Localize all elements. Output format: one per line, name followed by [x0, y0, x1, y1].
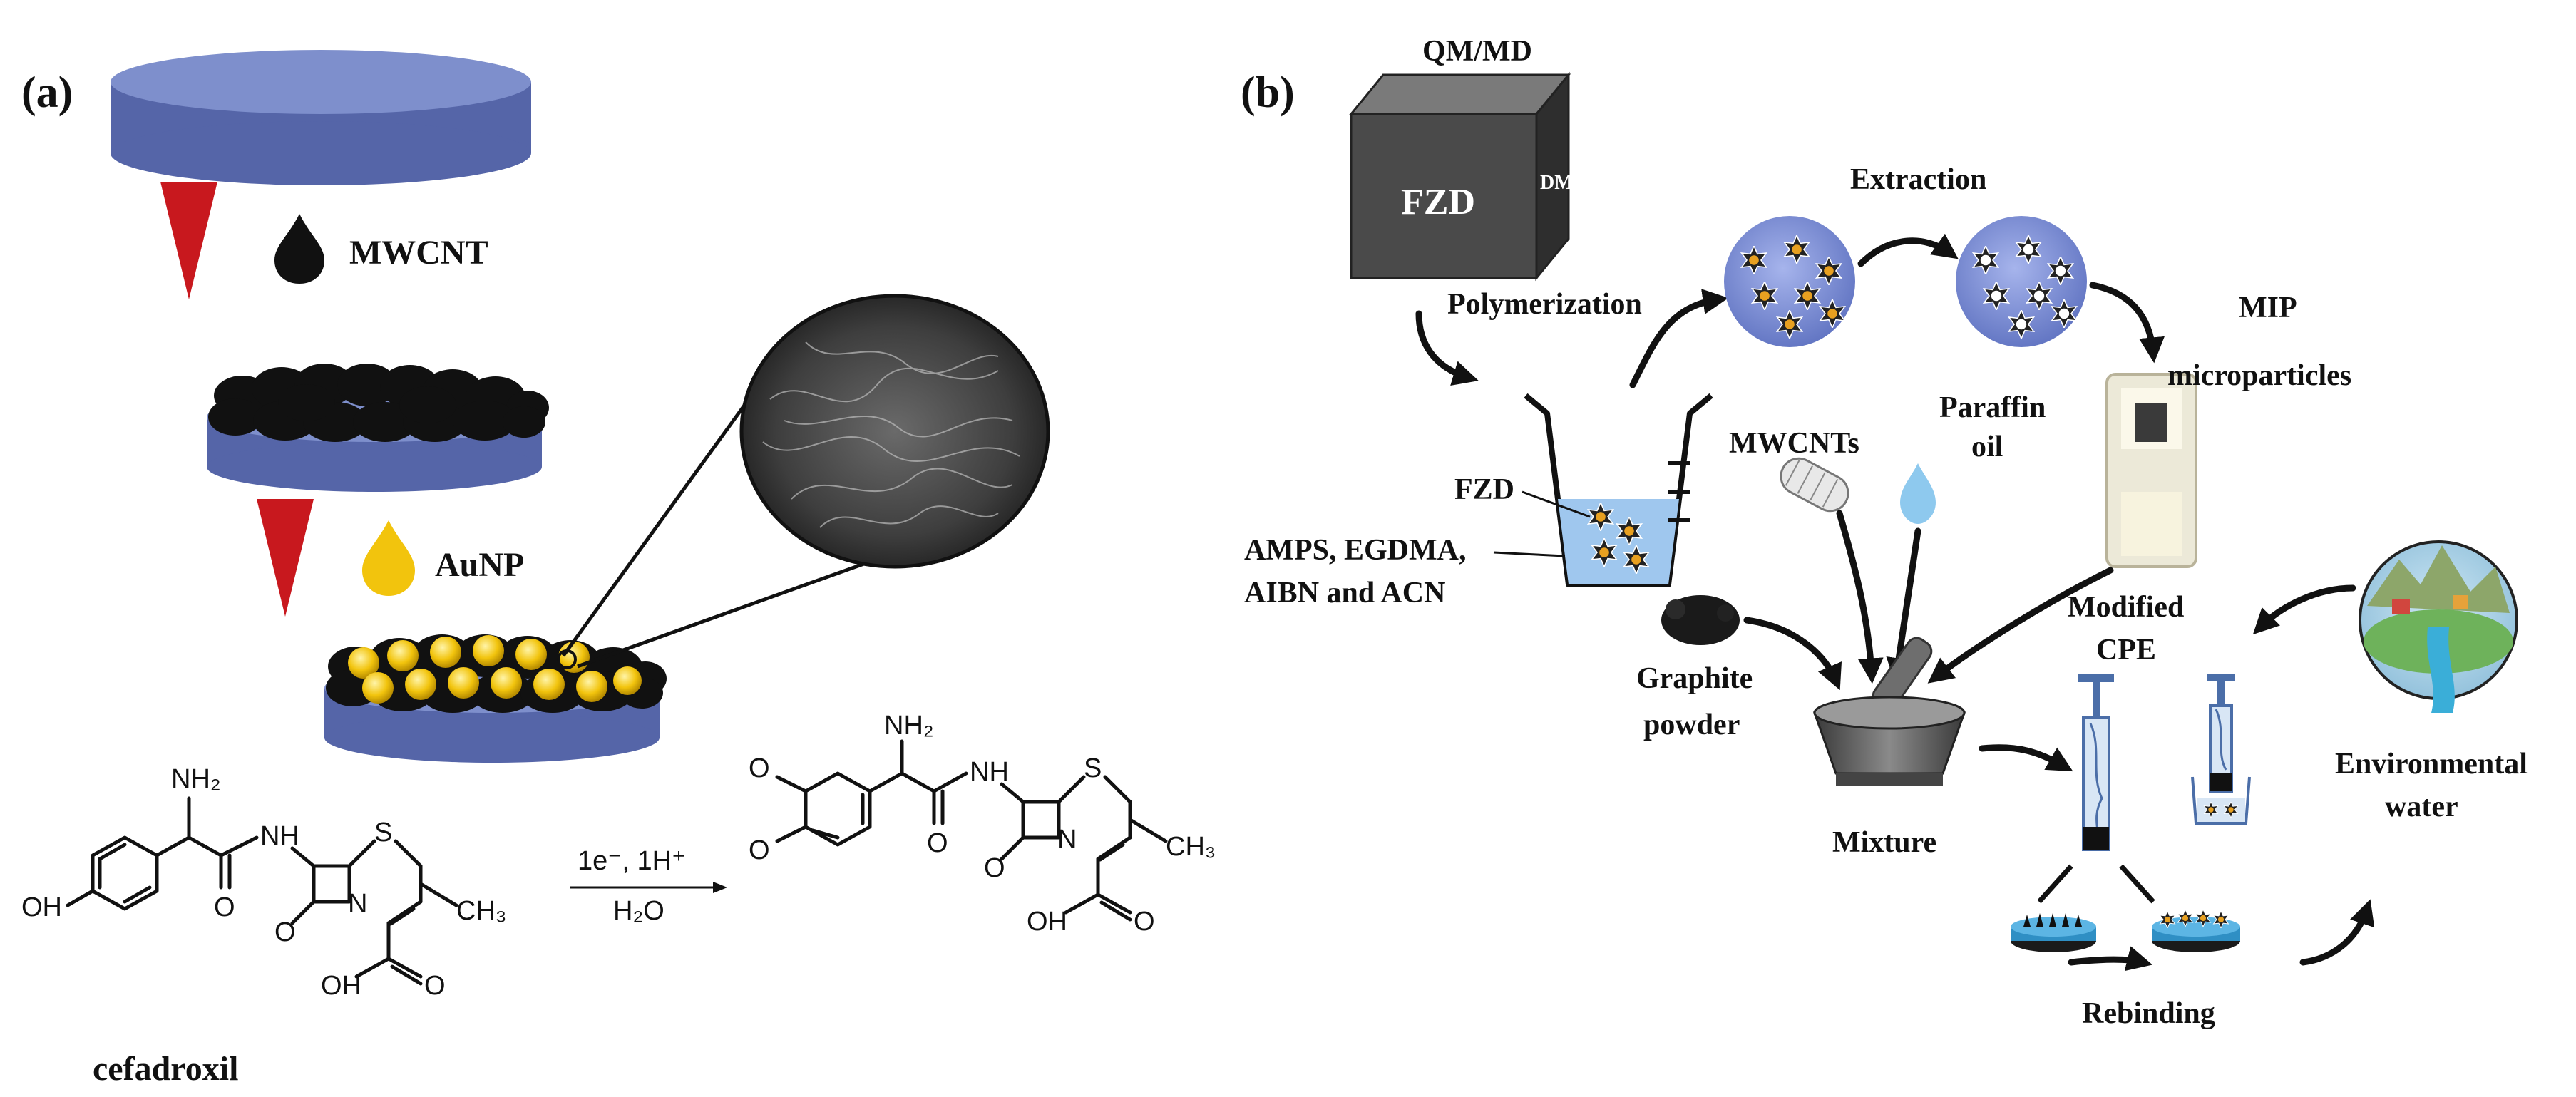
product-quinone-o1: O	[749, 753, 770, 783]
mwcnt-coated-disc	[207, 364, 549, 492]
product-lactam-o-label: O	[984, 853, 1005, 883]
reagents-line1: AMPS, EGDMA,	[1244, 534, 1466, 567]
beaker-fzd-label: FZD	[1454, 473, 1514, 506]
arrow-mip-to-vial	[2089, 282, 2165, 364]
aunp-drop-icon	[362, 520, 415, 596]
polymerization-beaker	[1524, 393, 1713, 587]
cpe-electrode-icon	[2078, 674, 2114, 851]
arrow-extraction	[1857, 233, 1959, 267]
mip-label-line1: MIP	[2239, 292, 2297, 324]
reactant-acid-o-label: O	[424, 971, 446, 1001]
environmental-water-line2: water	[2385, 790, 2458, 823]
environmental-water-line1: Environmental	[2335, 748, 2528, 781]
reaction-condition-electrons: 1e⁻, 1H⁺	[578, 846, 686, 876]
mwcnt-drop-icon	[274, 214, 324, 284]
arrow-cube-to-beaker	[1415, 310, 1479, 386]
mip-electrode-surface-rebound	[2152, 910, 2240, 952]
red-arrow-down-2	[257, 499, 314, 617]
arrow-to-environment	[2299, 899, 2375, 966]
reactant-ch3-label: CH₃	[456, 896, 506, 926]
zoom-line-upper	[561, 359, 779, 657]
rebinding-label: Rebinding	[2082, 997, 2215, 1030]
arrow-vial-to-mortar	[1927, 567, 2114, 684]
cpe-in-sample-beaker-icon	[2191, 674, 2251, 825]
reactant-ring-n-label: N	[348, 889, 367, 919]
panel-b-label: (b)	[1241, 68, 1295, 117]
extracted-mip-sphere	[1956, 216, 2087, 347]
aunp-label: AuNP	[435, 546, 524, 584]
oxidized-product-structure: O O NH₂ O NH S CH₃ N O OH O	[749, 711, 1216, 937]
bare-electrode-disc	[111, 50, 531, 185]
polymerization-label: Polymerization	[1447, 288, 1642, 321]
graphite-line1: Graphite	[1636, 662, 1753, 695]
reaction-condition-water: H₂O	[613, 896, 664, 926]
reactant-acid-oh-label: OH	[321, 971, 361, 1001]
arrow-mortar-to-cpe	[1979, 744, 2073, 772]
fzd-pointer-line	[1522, 490, 1591, 518]
product-acid-o-label: O	[1134, 907, 1155, 937]
reactant-s-label: S	[374, 818, 392, 848]
product-amide-o-label: O	[927, 828, 948, 858]
reagents-pointer-line	[1493, 551, 1566, 557]
reactant-lactam-o-label: O	[274, 917, 296, 947]
mixture-label: Mixture	[1832, 826, 1936, 859]
cefadroxil-name: cefadroxil	[93, 1050, 238, 1088]
cube-fzd-label: FZD	[1401, 182, 1475, 222]
reactant-nh-label: NH	[260, 821, 299, 851]
reagents-line2: AIBN and ACN	[1244, 577, 1445, 609]
modified-cpe-line1: Modified	[2068, 591, 2184, 624]
modified-cpe-line2: CPE	[2096, 634, 2156, 666]
arrow-rebinding	[2068, 946, 2152, 972]
extraction-label: Extraction	[1850, 163, 1986, 196]
mip-microparticles-vial	[2105, 373, 2197, 568]
product-nh2-label: NH₂	[884, 711, 934, 741]
oxidation-reaction-arrow: 1e⁻, 1H⁺ H₂O	[570, 846, 727, 926]
cefadroxil-structure: OH NH₂ O NH S CH₃ N O OH O	[21, 764, 506, 1001]
red-arrow-down-1	[160, 182, 217, 299]
reactant-oh-label: OH	[21, 892, 62, 922]
environmental-water-globe-icon	[2359, 540, 2518, 713]
arrow-beaker-to-template-sphere	[1629, 289, 1729, 388]
aunp-mwcnt-coated-disc	[324, 634, 667, 763]
product-nh-label: NH	[970, 757, 1009, 787]
cpe-split-line-right	[2119, 864, 2155, 904]
fzd-dmf-cube: FZD DMF	[1348, 71, 1586, 282]
graphite-powder-icon	[1661, 595, 1740, 645]
mip-label-line2: microparticles	[2167, 359, 2351, 392]
paraffin-drop-icon	[1900, 463, 1936, 524]
product-ring-n-label: N	[1057, 825, 1077, 855]
cube-dmf-label: DMF	[1540, 172, 1586, 194]
paraffin-line1: Paraffin	[1939, 391, 2046, 424]
reactant-amide-o-label: O	[214, 892, 235, 922]
graphite-line2: powder	[1643, 709, 1740, 741]
product-quinone-o2: O	[749, 835, 770, 865]
product-acid-oh-label: OH	[1027, 907, 1067, 937]
arrow-environmental-water-to-cpe	[2252, 584, 2356, 635]
sem-image-inset	[739, 294, 1050, 569]
product-ch3-label: CH₃	[1166, 832, 1216, 862]
mip-electrode-surface-empty	[2011, 913, 2096, 952]
panel-a-label: (a)	[21, 68, 73, 117]
mortar-pestle-icon	[1812, 637, 1966, 786]
template-loaded-polymer-sphere	[1724, 216, 1855, 347]
qmmd-label: QM/MD	[1422, 35, 1532, 68]
cpe-split-line-left	[2037, 864, 2073, 904]
mwcnt-label: MWCNT	[349, 234, 488, 272]
arrow-mwcnts-to-mortar	[1836, 510, 1884, 684]
paraffin-line2: oil	[1971, 431, 2003, 463]
mwcnt-tube-icon	[1780, 457, 1849, 513]
mwcnts-label: MWCNTs	[1729, 427, 1859, 460]
product-s-label: S	[1084, 753, 1102, 783]
arrow-graphite-to-mortar	[1743, 617, 1842, 691]
reactant-nh2-label: NH₂	[171, 764, 221, 794]
